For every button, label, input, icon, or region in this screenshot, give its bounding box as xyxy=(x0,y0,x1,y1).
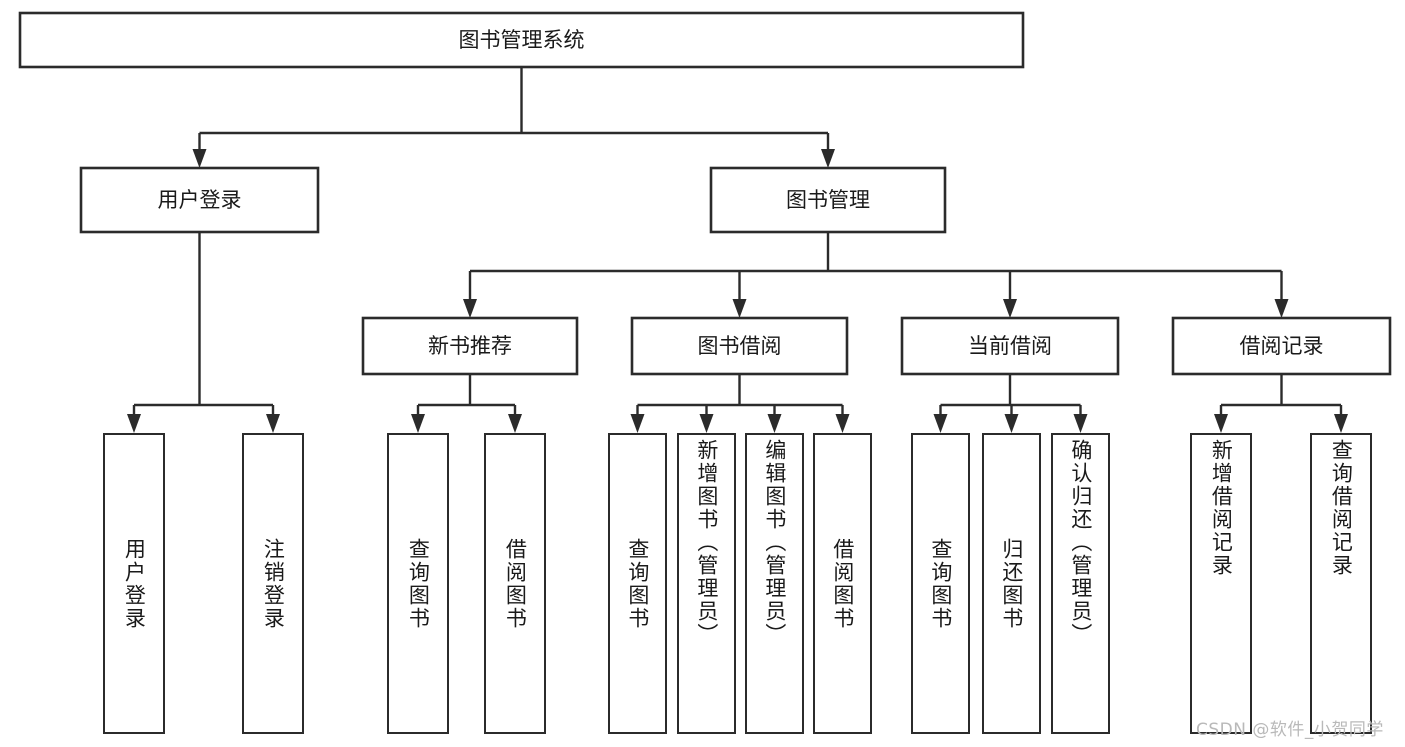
level3-arrow-2 xyxy=(1003,299,1017,318)
level2-arrow-0 xyxy=(192,149,207,168)
leaf-node-label: 借阅图书 xyxy=(830,537,855,630)
root-node-box[interactable] xyxy=(18,11,1025,69)
leaf-node-leaf-borrow-book-2[interactable]: 借阅图书 xyxy=(813,433,872,734)
leaf-node-label: 新增图书（管理员） xyxy=(694,439,719,646)
leaf-node-label: 新增借阅记录 xyxy=(1209,439,1234,577)
level2-arrow-1 xyxy=(821,149,835,168)
leaf-node-leaf-query-book-3[interactable]: 查询图书 xyxy=(911,433,970,734)
level3-arrow-0 xyxy=(463,299,477,318)
leaf-arrow-leaf-return-book xyxy=(1004,414,1019,433)
leaf-node-leaf-user-logout[interactable]: 注销登录 xyxy=(242,433,304,734)
leaf-arrow-leaf-user-logout xyxy=(266,414,280,433)
leaf-node-label: 借阅图书 xyxy=(503,537,528,630)
root-node-label: 图书管理系统 xyxy=(459,28,585,52)
leaf-node-label: 注销登录 xyxy=(261,537,286,630)
level3-arrow-3 xyxy=(1274,299,1289,318)
level3-node-borrow-record-box[interactable] xyxy=(1171,316,1392,376)
leaf-node-label: 用户登录 xyxy=(122,537,147,630)
leaf-arrow-leaf-query-book-1 xyxy=(411,414,425,433)
leaf-node-leaf-add-book[interactable]: 新增图书（管理员） xyxy=(677,433,736,734)
leaf-node-leaf-query-book-1[interactable]: 查询图书 xyxy=(387,433,449,734)
leaf-arrow-leaf-query-book-3 xyxy=(933,414,948,433)
level3-node-borrow-record-label: 借阅记录 xyxy=(1240,334,1324,358)
leaf-arrow-leaf-query-record xyxy=(1334,414,1348,433)
leaf-node-label: 编辑图书（管理员） xyxy=(762,439,787,646)
level3-node-current-borrow-label: 当前借阅 xyxy=(968,334,1052,358)
leaf-node-label: 查询借阅记录 xyxy=(1329,439,1354,577)
level2-node-user-login-label: 用户登录 xyxy=(158,188,242,212)
leaf-arrow-leaf-add-book xyxy=(699,414,714,433)
leaf-node-leaf-return-book[interactable]: 归还图书 xyxy=(982,433,1041,734)
leaf-arrow-leaf-edit-book xyxy=(767,414,782,433)
leaf-node-label: 确认归还（管理员） xyxy=(1068,439,1093,646)
level3-node-book-borrow-label: 图书借阅 xyxy=(698,334,782,358)
leaf-arrow-leaf-user-login xyxy=(127,414,141,433)
leaf-arrow-leaf-borrow-book-2 xyxy=(835,414,850,433)
leaf-arrow-leaf-borrow-book-1 xyxy=(508,414,522,433)
leaf-node-leaf-query-record[interactable]: 查询借阅记录 xyxy=(1310,433,1372,734)
level2-node-book-manage-label: 图书管理 xyxy=(786,188,870,212)
leaf-node-leaf-borrow-book-1[interactable]: 借阅图书 xyxy=(484,433,546,734)
leaf-node-label: 查询图书 xyxy=(625,537,650,630)
leaf-arrow-leaf-confirm-return xyxy=(1073,414,1088,433)
leaf-arrow-leaf-query-book-2 xyxy=(630,414,645,433)
leaf-node-label: 归还图书 xyxy=(999,537,1024,630)
leaf-node-leaf-add-record[interactable]: 新增借阅记录 xyxy=(1190,433,1252,734)
leaf-arrow-leaf-add-record xyxy=(1214,414,1228,433)
leaf-node-leaf-edit-book[interactable]: 编辑图书（管理员） xyxy=(745,433,804,734)
leaf-node-leaf-user-login[interactable]: 用户登录 xyxy=(103,433,165,734)
level2-node-user-login-box[interactable] xyxy=(79,166,320,234)
leaf-node-label: 查询图书 xyxy=(406,537,431,630)
level3-node-new-book-rec-box[interactable] xyxy=(361,316,579,376)
leaf-node-leaf-confirm-return[interactable]: 确认归还（管理员） xyxy=(1051,433,1110,734)
leaf-node-leaf-query-book-2[interactable]: 查询图书 xyxy=(608,433,667,734)
watermark-label: CSDN @软件_小贺同学 xyxy=(1196,720,1384,740)
boxes-layer xyxy=(18,11,1392,376)
connectors-layer xyxy=(127,67,1348,433)
level3-arrow-1 xyxy=(732,299,747,318)
level2-node-book-manage-box[interactable] xyxy=(709,166,947,234)
leaf-node-label: 查询图书 xyxy=(928,537,953,630)
level3-node-new-book-rec-label: 新书推荐 xyxy=(428,334,512,358)
level3-node-current-borrow-box[interactable] xyxy=(900,316,1120,376)
level3-node-book-borrow-box[interactable] xyxy=(630,316,849,376)
